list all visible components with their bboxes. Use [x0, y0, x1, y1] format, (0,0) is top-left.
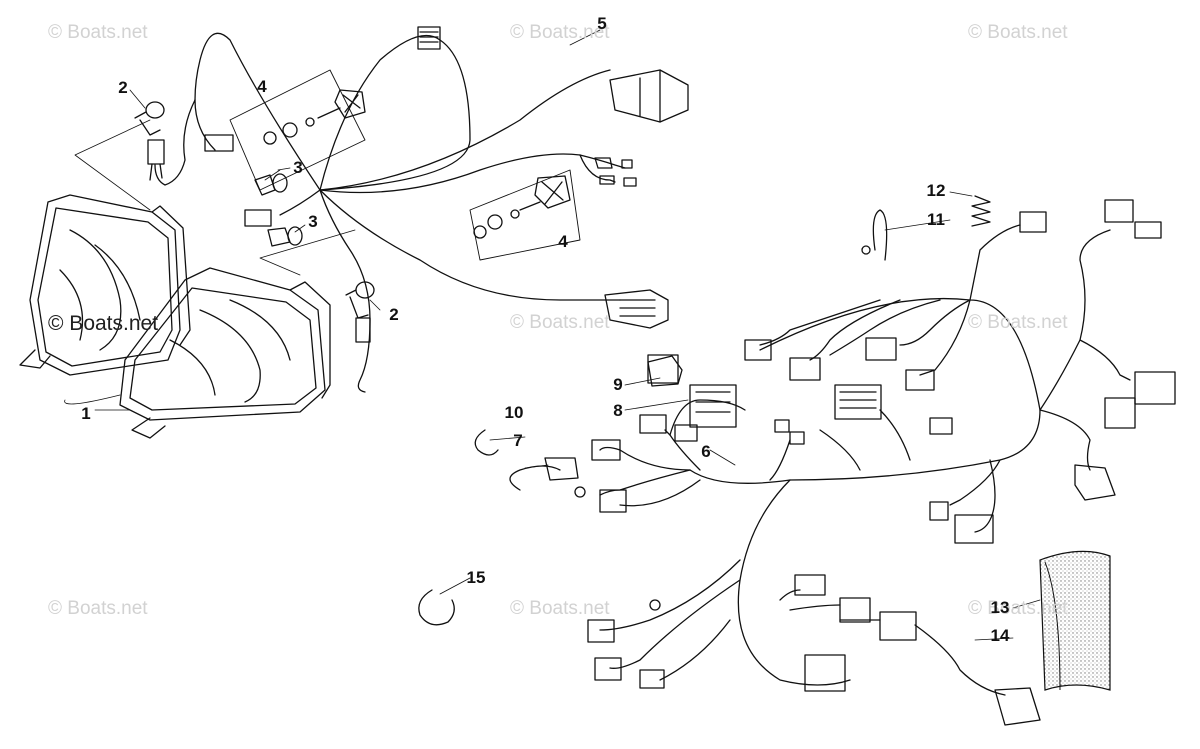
callout-socket-upper: 2 [118, 78, 128, 97]
callout-sleeve: 13 [990, 598, 1010, 617]
callout-adjuster-lower: 4 [558, 232, 568, 251]
callout-fuse-holder: 7 [513, 431, 523, 450]
headlight-right [119, 267, 331, 439]
socket-lower [345, 281, 375, 343]
callout-bulb-upper: 3 [293, 158, 303, 177]
main-harness [574, 199, 1176, 692]
headlight-harness [147, 26, 689, 393]
callout-connector-cover: 9 [613, 375, 623, 394]
watermark-top-center: © Boats.net [510, 22, 610, 43]
adapter-harness [914, 624, 1041, 726]
callout-headlight-harness: 5 [597, 14, 607, 33]
socket-upper [134, 101, 165, 136]
callout-socket-lower: 2 [389, 305, 399, 324]
watermark-right-mid: © Boats.net [968, 312, 1068, 333]
leader-lines-left [64, 29, 601, 411]
connector-cover [647, 355, 683, 387]
callout-headlight: 1 [81, 404, 91, 423]
watermark-left-mid: © Boats.net [48, 312, 159, 335]
protective-sleeve [1039, 550, 1111, 691]
callout-adapter-harness: 14 [990, 626, 1010, 645]
callout-clamp-large: 15 [466, 568, 486, 587]
callout-main-harness: 6 [701, 442, 711, 461]
clamp-small [474, 429, 499, 456]
watermark-bottom-center: © Boats.net [510, 598, 610, 619]
spring [971, 195, 991, 227]
watermark-bottom-left: © Boats.net [48, 598, 148, 619]
adjuster-lower [469, 169, 581, 261]
watermark-top-left: © Boats.net [48, 22, 148, 43]
clamp-large [418, 589, 455, 626]
fuse-holder [509, 457, 579, 491]
watermark-bottom-right: © Boats.net [968, 598, 1068, 619]
watermark-top-right: © Boats.net [968, 22, 1068, 43]
leader-lines-right [439, 191, 1041, 641]
callout-clamp-small: 10 [504, 403, 524, 422]
wire-clip [861, 209, 888, 261]
callout-connector: 8 [613, 401, 623, 420]
callout-spring: 12 [926, 181, 946, 200]
headlight-left [19, 194, 191, 376]
callout-bulb-lower: 3 [308, 212, 318, 231]
callout-adjuster-upper: 4 [257, 77, 267, 96]
bulb-lower [267, 226, 303, 247]
callout-wire-clip: 11 [927, 210, 945, 229]
watermark-center-mid: © Boats.net [510, 312, 610, 333]
adjuster-upper [229, 69, 366, 191]
